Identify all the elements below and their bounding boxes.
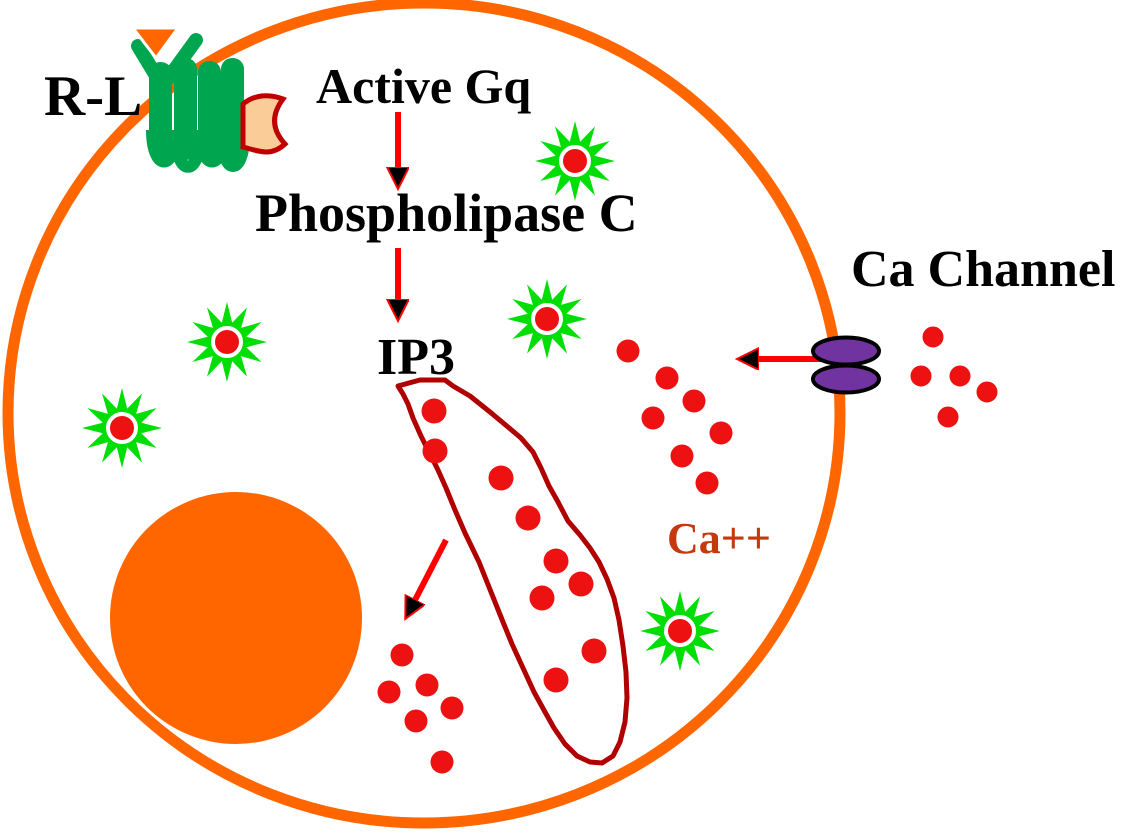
extracellular-calcium-ion bbox=[972, 377, 1002, 407]
extracellular-calcium-ion bbox=[933, 402, 963, 432]
calcium-ion-in-er bbox=[581, 638, 607, 664]
endoplasmic-reticulum bbox=[395, 377, 630, 766]
released-calcium-ion bbox=[404, 709, 428, 733]
extracellular-calcium-ion bbox=[906, 361, 936, 391]
released-calcium-ion bbox=[377, 680, 401, 704]
calcium-ion-in-er bbox=[543, 548, 569, 574]
outside-dots-layer bbox=[906, 322, 1002, 432]
label-phospholipase-c: Phospholipase C bbox=[255, 183, 638, 243]
released-calcium-ion bbox=[430, 750, 454, 774]
influx-dots-layer bbox=[616, 339, 733, 495]
calcium-channel bbox=[811, 335, 881, 395]
extracellular-calcium-ion bbox=[945, 361, 975, 391]
label-ip3: IP3 bbox=[377, 329, 455, 386]
influx-calcium-ion bbox=[616, 339, 640, 363]
influx-calcium-ion bbox=[641, 406, 665, 430]
label-receptor-ligand: R-L bbox=[44, 65, 142, 128]
arrow-layer bbox=[398, 112, 822, 602]
er-dots-layer bbox=[421, 398, 607, 693]
nucleus bbox=[110, 492, 362, 744]
label-ca-channel: Ca Channel bbox=[851, 241, 1115, 298]
calcium-ion-in-er bbox=[488, 465, 514, 491]
released-calcium-ion bbox=[415, 673, 439, 697]
influx-calcium-ion bbox=[682, 389, 706, 413]
released-calcium-ion bbox=[440, 696, 464, 720]
gpcr-receptor bbox=[129, 26, 289, 173]
influx-calcium-ion bbox=[655, 366, 679, 390]
channel-subunit-top bbox=[811, 335, 881, 367]
influx-calcium-ion bbox=[670, 444, 694, 468]
extracellular-calcium-ion bbox=[918, 322, 948, 352]
influx-calcium-ion bbox=[695, 471, 719, 495]
calcium-ion-in-er bbox=[568, 571, 594, 597]
channel-subunit-bottom bbox=[811, 363, 881, 395]
released-dots-layer bbox=[377, 643, 464, 774]
calcium-ion-in-er bbox=[422, 438, 448, 464]
calcium-ion-in-er bbox=[421, 398, 447, 424]
calcium-ion-in-er bbox=[529, 585, 555, 611]
arrow-er-release bbox=[414, 538, 449, 602]
label-active-gq: Active Gq bbox=[316, 58, 531, 114]
calcium-ion-in-er bbox=[543, 667, 569, 693]
ligand-triangle-icon bbox=[129, 26, 181, 61]
released-calcium-ion bbox=[390, 643, 414, 667]
calcium-ion-in-er bbox=[515, 505, 541, 531]
influx-calcium-ion bbox=[709, 421, 733, 445]
g-protein-flag bbox=[240, 93, 289, 155]
label-ca-ions: Ca++ bbox=[667, 514, 771, 563]
